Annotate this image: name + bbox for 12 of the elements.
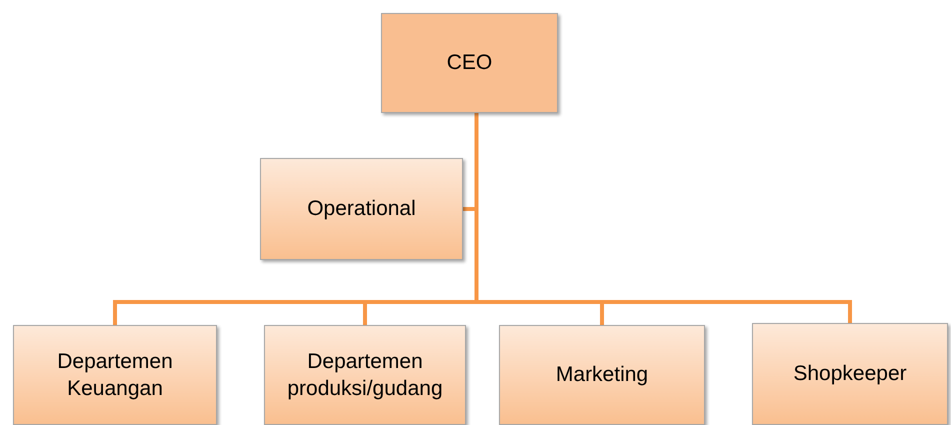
- box-label: Shopkeeper: [793, 361, 907, 388]
- org-box: [499, 325, 705, 425]
- box-label: Marketing: [556, 362, 648, 388]
- org-box: [752, 323, 948, 425]
- org-box: [260, 158, 463, 260]
- box-label: CEO: [446, 50, 492, 76]
- org-box: [264, 325, 466, 425]
- box-label: Departemen produksi/gudang: [286, 348, 444, 402]
- org-box: [381, 13, 558, 113]
- org-box: [13, 325, 217, 425]
- box-label: Departemen Keuangan: [56, 348, 174, 402]
- box-label: Operational: [307, 196, 416, 222]
